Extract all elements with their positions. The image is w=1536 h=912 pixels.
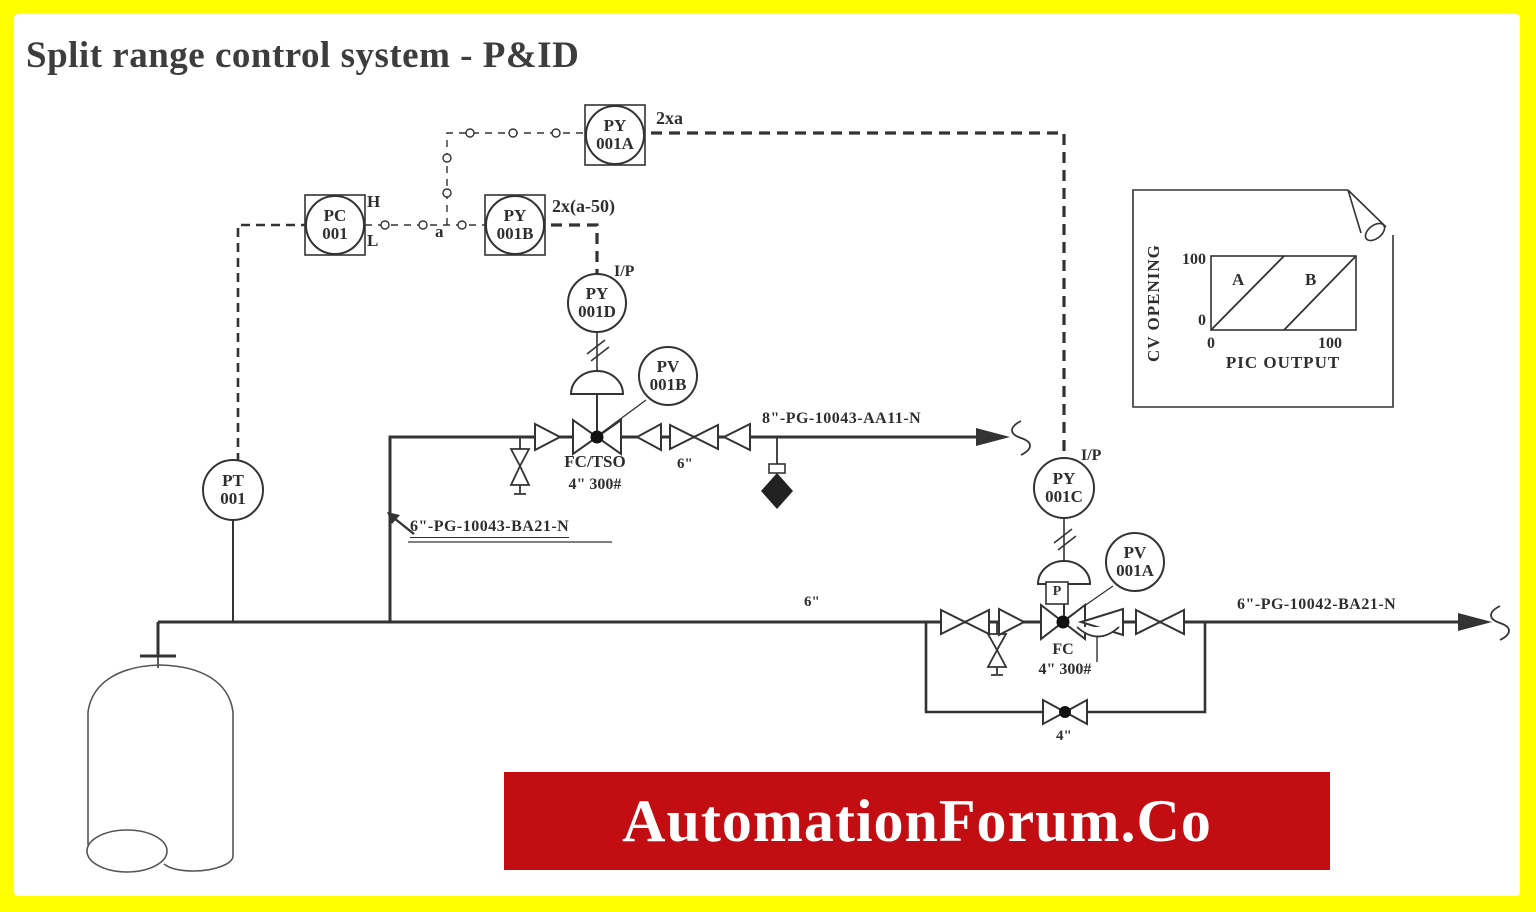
diagram-canvas [14, 14, 1520, 896]
